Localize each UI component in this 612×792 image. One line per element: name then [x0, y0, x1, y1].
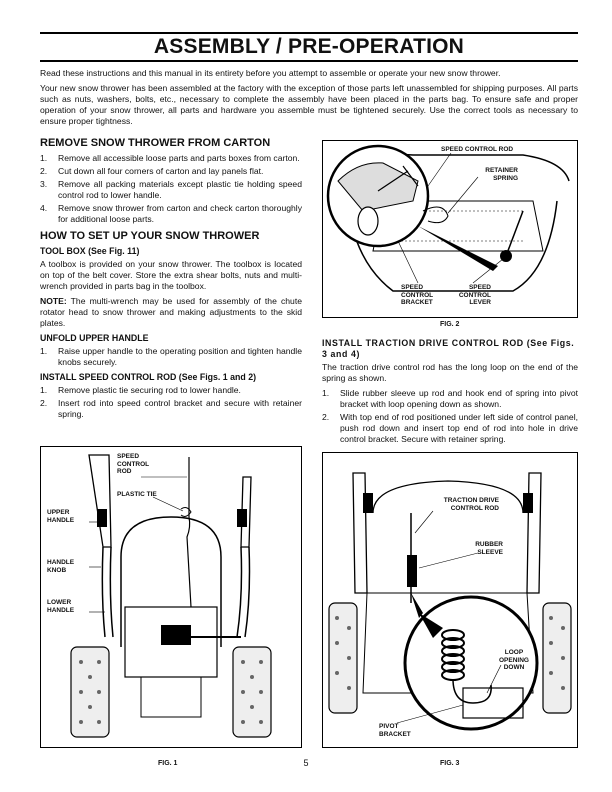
fig3-callout-loop: LOOP OPENING DOWN [499, 649, 529, 671]
step-number: 1. [40, 346, 48, 356]
fig1-callout-speed-rod: SPEED CONTROL ROD [117, 453, 150, 475]
intro-paragraph-1: Read these instructions and this manual … [40, 68, 501, 78]
figure-2-box: SPEED CONTROL ROD RETAINER SPRING SPEED … [322, 140, 578, 318]
step-text: Raise upper handle to the operating posi… [58, 346, 302, 367]
traction-heading: INSTALL TRACTION DRIVE CONTROL ROD (See … [322, 338, 575, 359]
list-item: 1. Raise upper handle to the operating po… [40, 346, 302, 368]
note-label: NOTE: [40, 296, 67, 306]
step-number: 3. [40, 179, 48, 189]
step-number: 1. [40, 385, 48, 395]
traction-section: INSTALL TRACTION DRIVE CONTROL ROD (See … [322, 334, 578, 449]
figure-3-label: FIG. 3 [440, 760, 460, 767]
step-text: Insert rod into speed control bracket an… [58, 398, 302, 419]
speed-steps: 1. Remove plastic tie securing rod to low… [40, 385, 302, 420]
step-text: Remove all accessible loose parts and pa… [58, 153, 300, 163]
toolbox-heading: TOOL BOX (See Fig. 11) [40, 246, 140, 256]
list-item: 2. Cut down all four corners of carton an… [40, 166, 302, 177]
fig1-callout-handle-knob: HANDLE KNOB [47, 559, 75, 574]
fig2-callout-bracket: SPEED CONTROL BRACKET [401, 284, 434, 306]
speed-rod-heading: INSTALL SPEED CONTROL ROD (See Figs. 1 a… [40, 372, 257, 382]
unfold-steps: 1. Raise upper handle to the operating po… [40, 346, 302, 368]
note-text: The multi-wrench may be used for assembl… [40, 296, 302, 328]
list-item: 4. Remove snow thrower from carton and ch… [40, 203, 302, 225]
step-text: Slide rubber sleeve up rod and hook end … [340, 388, 578, 409]
unfold-heading: UNFOLD UPPER HANDLE [40, 333, 149, 343]
list-item: 3. Remove all packing materials except pl… [40, 179, 302, 201]
step-text: With top end of rod positioned under lef… [340, 412, 578, 444]
list-item: 1. Remove plastic tie securing rod to low… [40, 385, 302, 396]
step-text: Remove all packing materials except plas… [58, 179, 302, 200]
fig2-callout-lever: SPEED CONTROL LEVER [458, 284, 491, 306]
intro-paragraph-2: Your new snow thrower has been assembled… [40, 83, 578, 126]
fig3-callout-pivot: PIVOT BRACKET [379, 723, 411, 738]
step-number: 1. [322, 388, 330, 398]
remove-steps: 1. Remove all accessible loose parts and … [40, 153, 302, 225]
step-number: 4. [40, 203, 48, 213]
toolbox-text: A toolbox is provided on your snow throw… [40, 259, 302, 291]
figure-2-label: FIG. 2 [440, 321, 460, 328]
step-text: Remove plastic tie securing rod to lower… [58, 385, 241, 395]
setup-heading: HOW TO SET UP YOUR SNOW THROWER [40, 230, 260, 242]
step-text: Cut down all four corners of carton and … [58, 166, 264, 176]
intro-section: Read these instructions and this manual … [40, 68, 578, 131]
list-item: 2. Insert rod into speed control bracket … [40, 398, 302, 420]
figure-3-box: TRACTION DRIVE CONTROL ROD RUBBER SLEEVE… [322, 452, 578, 748]
fig2-callout-retainer: RETAINER SPRING [485, 167, 518, 182]
note-paragraph: NOTE: The multi-wrench may be used for a… [40, 296, 302, 329]
list-item: 1. Slide rubber sleeve up rod and hook en… [322, 388, 578, 410]
fig1-callout-lower-handle: LOWER HANDLE [47, 599, 75, 614]
figure-3-illustration [328, 472, 572, 731]
title-bar: ASSEMBLY / PRE-OPERATION [40, 32, 578, 62]
page-title: ASSEMBLY / PRE-OPERATION [153, 35, 465, 58]
remove-heading: REMOVE SNOW THROWER FROM CARTON [40, 137, 271, 149]
list-item: 2. With top end of rod positioned under l… [322, 412, 578, 445]
step-number: 2. [322, 412, 330, 422]
list-item: 1. Remove all accessible loose parts and … [40, 153, 302, 164]
left-column: REMOVE SNOW THROWER FROM CARTON 1. Remove… [40, 136, 302, 424]
fig3-callout-traction-rod: TRACTION DRIVE CONTROL ROD [443, 497, 499, 512]
fig1-callout-upper-handle: UPPER HANDLE [47, 509, 75, 524]
fig2-callout-speed-rod: SPEED CONTROL ROD [441, 146, 514, 153]
figure-1-label: FIG. 1 [158, 760, 178, 767]
step-number: 1. [40, 153, 48, 163]
step-text: Remove snow thrower from carton and chec… [58, 203, 302, 224]
step-number: 2. [40, 398, 48, 408]
fig1-callout-plastic-tie: PLASTIC TIE [117, 491, 157, 498]
figure-2-illustration [326, 144, 570, 292]
traction-steps: 1. Slide rubber sleeve up rod and hook en… [322, 388, 578, 445]
fig3-callout-rubber-sleeve: RUBBER SLEEVE [475, 541, 503, 556]
step-number: 2. [40, 166, 48, 176]
figure-1-box: SPEED CONTROL ROD PLASTIC TIE UPPER HAND… [40, 446, 302, 748]
traction-intro: The traction drive control rod has the l… [322, 362, 578, 383]
page-number: 5 [303, 758, 309, 768]
figure-1-illustration [70, 454, 272, 738]
